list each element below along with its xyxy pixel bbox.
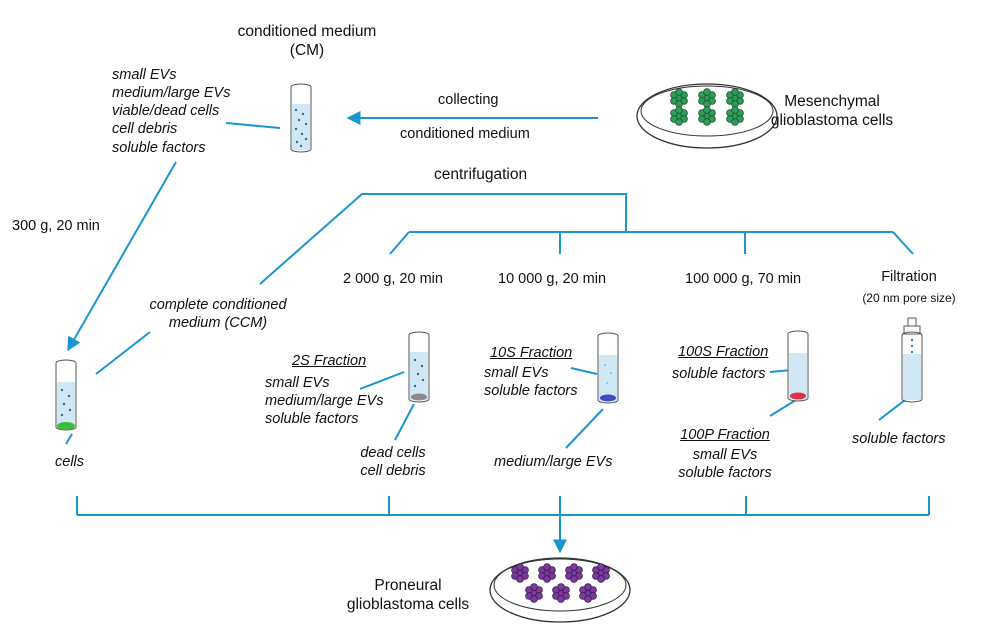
content-item: medium/large EVs	[112, 85, 231, 102]
content-item: soluble factors	[672, 366, 766, 383]
leader-2s	[359, 371, 405, 390]
cell-cluster	[525, 583, 543, 603]
spin-2000-label: 2 000 g, 20 min	[343, 271, 443, 287]
pore-size-label: (20 nm pore size)	[862, 291, 956, 305]
spin-100000-label: 100 000 g, 70 min	[685, 271, 802, 287]
mesenchymal-label: Mesenchymal glioblastoma cells	[770, 93, 894, 130]
cell-cluster	[698, 106, 716, 126]
cm-leader	[225, 122, 281, 129]
ccm-leader	[95, 331, 151, 375]
conditioned-medium-label: conditioned medium	[400, 126, 530, 142]
content-item: cell debris	[112, 121, 178, 138]
leader-100p	[769, 399, 797, 417]
cell-cluster	[538, 563, 556, 583]
proneural-label: Proneural glioblastoma cells	[346, 577, 470, 614]
content-item: soluble factors	[112, 139, 206, 156]
tube-cm	[290, 83, 312, 153]
cell-cluster	[565, 563, 583, 583]
leader-10s-pellet	[565, 408, 604, 449]
spin-300-arrow	[67, 161, 177, 352]
content-item: small EVs	[112, 67, 177, 83]
spin-10000-label: 10 000 g, 20 min	[498, 271, 607, 287]
centrifugation-label: centrifugation	[434, 166, 528, 183]
cell-cluster	[670, 106, 688, 126]
fraction-100s: 100S Fraction soluble factors	[672, 344, 769, 383]
content-item: soluble factors	[484, 383, 578, 400]
content-item: soluble factors	[678, 465, 772, 482]
leader-filt	[878, 399, 906, 421]
tube-cells	[55, 359, 77, 431]
cell-cluster	[592, 563, 610, 583]
leader-10s	[570, 367, 598, 375]
mesenchymal-dish	[636, 83, 778, 149]
cell-cluster	[670, 88, 688, 108]
collecting-label: collecting	[438, 92, 499, 108]
branch-filtration	[892, 231, 914, 255]
cell-cluster	[552, 583, 570, 603]
connector-lines	[65, 111, 930, 554]
leader-2s-pellet	[394, 403, 415, 441]
ccm-label: complete conditioned medium (CCM)	[149, 297, 287, 332]
content-item: soluble factors	[265, 411, 359, 428]
leader-cells	[65, 433, 73, 445]
filtrate-label: soluble factors	[852, 431, 946, 447]
cell-cluster	[579, 583, 597, 603]
filter-tube	[901, 317, 923, 403]
spin-300-label: 300 g, 20 min	[12, 218, 100, 234]
content-item: small EVs	[692, 447, 758, 464]
cell-cluster	[511, 563, 529, 583]
cells-label: cells	[55, 454, 85, 470]
cell-cluster	[726, 88, 744, 108]
pellet-2s-label: dead cells cell debris	[360, 445, 426, 480]
tube-100s	[787, 330, 809, 402]
content-item: small EVs	[265, 375, 330, 392]
content-item: small EVs	[484, 365, 549, 382]
proneural-dish	[489, 557, 631, 623]
cell-cluster	[726, 106, 744, 126]
content-item: medium/large EVs	[265, 393, 384, 410]
filtration-label: Filtration	[881, 269, 937, 285]
pellet-10s-label: medium/large EVs	[494, 454, 613, 470]
centrifugation-bracket	[259, 193, 627, 285]
cm-title: conditioned medium (CM)	[237, 23, 377, 60]
tube-2s	[408, 331, 430, 403]
cell-cluster	[698, 88, 716, 108]
content-item: viable/dead cells	[112, 103, 220, 120]
branch-2000	[389, 231, 410, 255]
tube-10s	[597, 332, 619, 404]
